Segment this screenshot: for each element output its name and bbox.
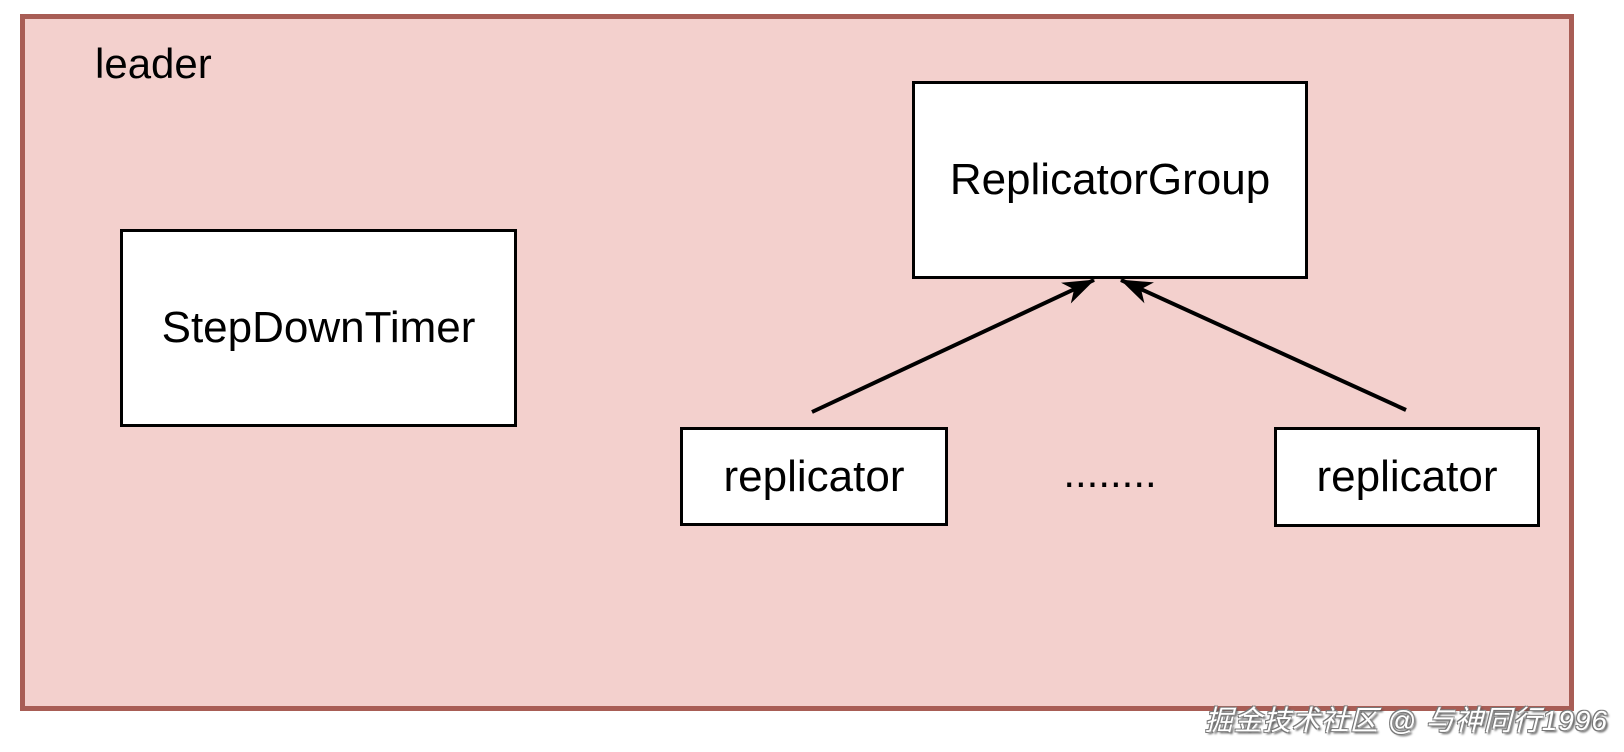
node-replicator-left: replicator [680, 427, 948, 526]
node-replicator-group: ReplicatorGroup [912, 81, 1308, 279]
node-replicator-right-label: replicator [1316, 452, 1498, 501]
ellipsis-dots: ........ [1063, 449, 1157, 496]
node-replicator-right: replicator [1274, 427, 1540, 527]
node-replicator-group-label: ReplicatorGroup [949, 155, 1271, 204]
watermark: 掘金技术社区 @ 与神同行1996 [1204, 705, 1608, 736]
node-step-down-timer-label: StepDownTimer [161, 303, 476, 352]
node-step-down-timer: StepDownTimer [120, 229, 517, 427]
node-replicator-left-label: replicator [723, 451, 905, 501]
leader-group-label: leader [95, 40, 212, 87]
